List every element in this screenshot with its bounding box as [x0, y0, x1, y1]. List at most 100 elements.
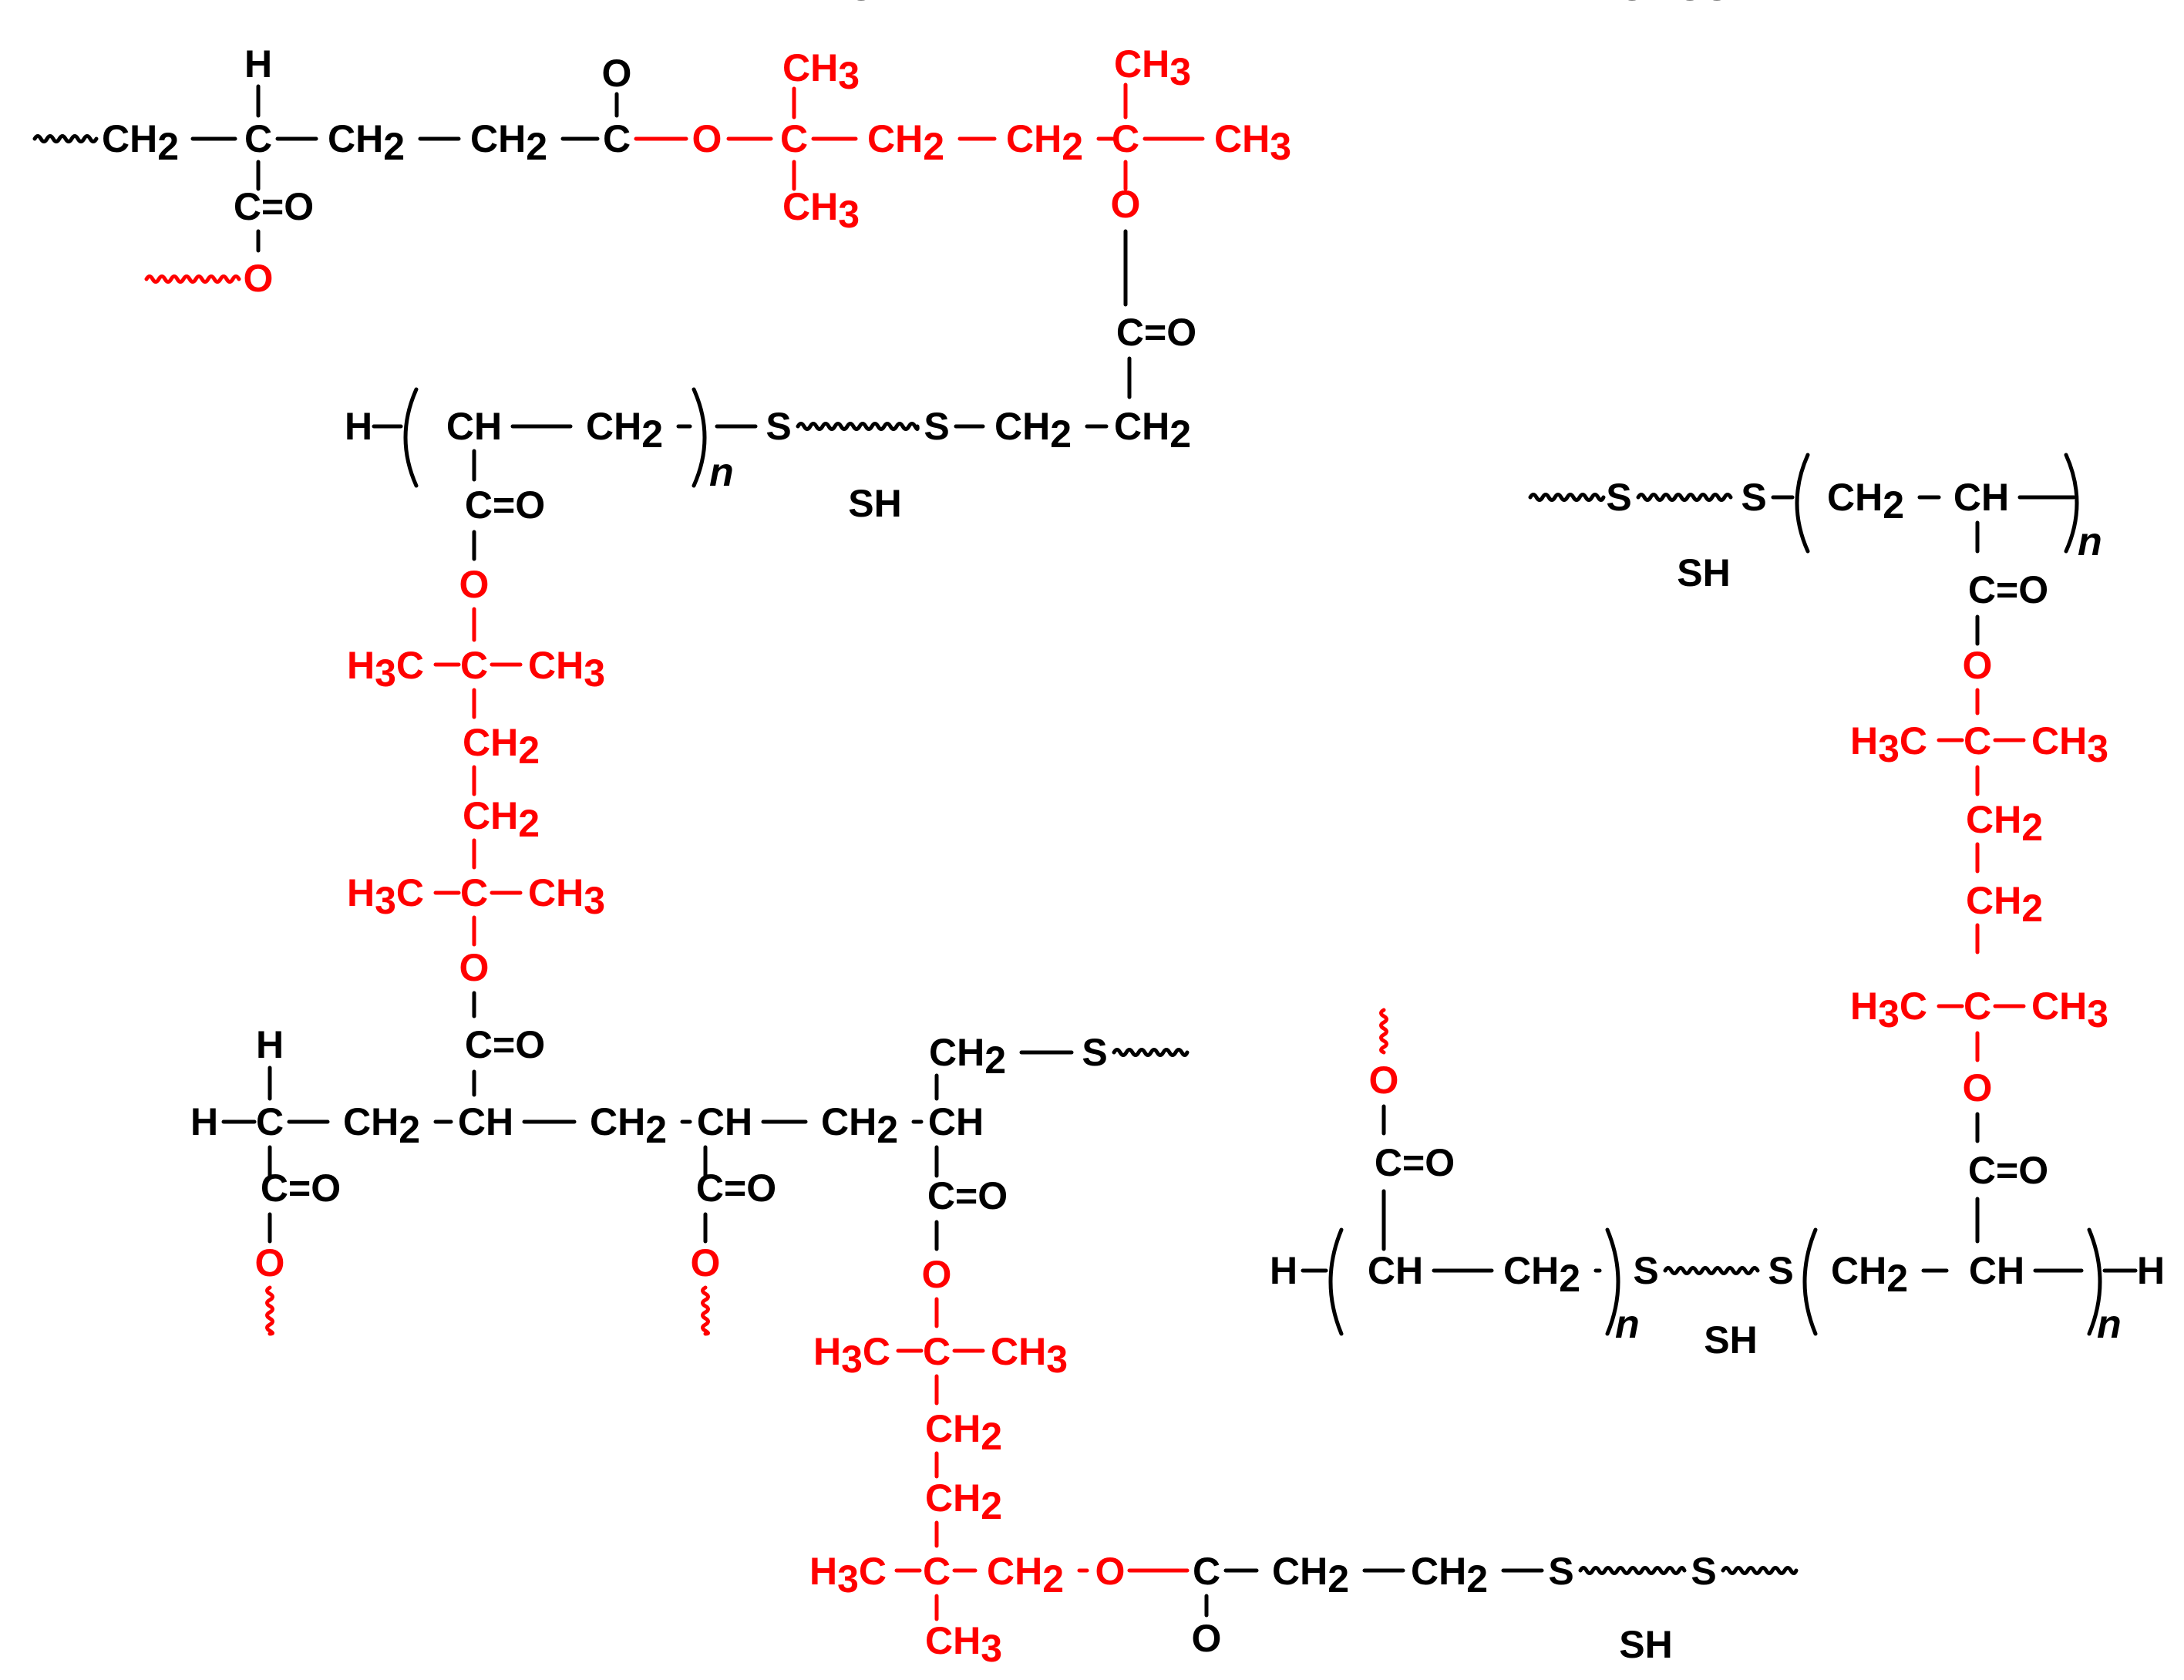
atom-label: CH2​: [1006, 117, 1083, 168]
atom-label: CH: [458, 1100, 513, 1143]
repeat-unit-n: n: [2097, 1302, 2122, 1347]
repeat-unit-n: n: [1615, 1302, 1640, 1347]
atom-label: CH: [928, 1100, 984, 1143]
wavy-bond: [32, 134, 99, 143]
atom-label: O: [1963, 1066, 1993, 1109]
atom-label: CH2​: [1272, 1550, 1349, 1601]
atom-label: CH2​: [343, 1100, 420, 1151]
atom-label: O: [602, 52, 632, 95]
atom-labels: CH2​CHCH2​CH2​COOCCH3​CH3​CH2​CH2​CCH3​C…: [102, 0, 2165, 1670]
atom-label: CH3​: [528, 644, 605, 695]
atom-label: CH: [1969, 1249, 2024, 1292]
atom-label: S: [1691, 1550, 1716, 1593]
atom-label: CH3​: [782, 185, 860, 236]
right-chain-labels: SSHSHSCH2​CHnC=OOH3​CCCH3​CH2​CH2​H3​CCC…: [1606, 0, 2108, 1192]
atom-label: CH3​: [782, 46, 860, 97]
atom-label: H3​C: [813, 1330, 890, 1381]
atom-label: C=O: [1375, 1141, 1455, 1184]
atom-label: H: [345, 405, 372, 448]
atom-label: CH2​: [929, 1031, 1006, 1082]
atom-label: CH2​: [463, 794, 540, 845]
atom-label: O: [1963, 644, 1993, 687]
wavy-bond: [144, 274, 241, 284]
atom-label: CH2​: [1114, 405, 1191, 456]
atom-label: C: [1193, 1550, 1220, 1593]
repeat-bracket: [2087, 1227, 2102, 1336]
repeat-unit-n: n: [709, 450, 734, 495]
top-chain-labels: CH2​CHCH2​CH2​COOCCH3​CH3​CH2​CH2​CCH3​C…: [102, 42, 1291, 354]
atom-label: CH2​: [328, 117, 405, 168]
atom-label: CH: [1953, 476, 2009, 519]
atom-label: C: [780, 117, 808, 160]
atom-label: C=O: [261, 1167, 341, 1210]
atom-label: CH: [697, 1100, 752, 1143]
wavy-bond: [1379, 1008, 1388, 1055]
atom-label: CH3​: [1214, 117, 1291, 168]
atom-label: SH: [1704, 0, 1757, 8]
repeat-bracket: [403, 387, 419, 488]
wavy-bond: [265, 1285, 274, 1336]
bottom-right-chain-bonds: [1301, 1008, 2138, 1336]
atom-label: H: [1270, 1249, 1297, 1292]
atom-label: CH3​: [925, 1619, 1002, 1670]
repeat-bracket: [1802, 1227, 1818, 1336]
atom-label: S: [1741, 476, 1766, 519]
right-chain-bonds: [1528, 453, 2079, 1244]
atom-label: H3​C: [1850, 719, 1927, 770]
atom-label: C=O: [927, 1174, 1008, 1217]
bottom-chain-bonds: [221, 1048, 1799, 1621]
atom-label: CH: [446, 405, 502, 448]
atom-label: S: [1768, 1249, 1793, 1292]
atom-label: C=O: [696, 1167, 776, 1210]
atom-label: SH: [1704, 1318, 1757, 1362]
top-chain-bonds: [32, 82, 1205, 399]
atom-label: O: [1111, 183, 1141, 226]
atom-label: S: [1606, 476, 1631, 519]
atom-label: C=O: [1968, 1149, 2048, 1192]
atom-label: CH3​: [528, 871, 605, 922]
atom-label: CH2​: [590, 1100, 667, 1151]
atom-label: CH3​: [2031, 985, 2108, 1035]
atom-label: CH2​: [994, 405, 1072, 456]
atom-label: H: [2137, 1249, 2165, 1292]
atom-label: SH: [1619, 0, 1672, 8]
atom-label: O: [459, 946, 490, 989]
atom-label: CH2​: [1831, 1249, 1908, 1300]
atom-label: SH: [1619, 1623, 1672, 1666]
atom-label: O: [692, 117, 722, 160]
atom-label: O: [459, 563, 490, 606]
atom-label: SH: [848, 482, 901, 525]
atom-label: S: [1082, 1031, 1107, 1074]
atom-label: C=O: [234, 185, 314, 228]
atom-label: H3​C: [809, 1550, 887, 1601]
repeat-bracket: [2064, 453, 2079, 554]
atom-label: O: [1095, 1550, 1126, 1593]
atom-label: O: [244, 257, 274, 300]
atom-label: SH: [1677, 551, 1730, 594]
wavy-bond: [1528, 493, 1606, 502]
wavy-bond: [1721, 1566, 1799, 1575]
atom-label: CH2​: [470, 117, 547, 168]
atom-label: CH: [1368, 1249, 1423, 1292]
atom-label: C=O: [465, 483, 545, 527]
atom-label: O: [1369, 1059, 1399, 1102]
atom-label: C: [460, 871, 488, 914]
atom-label: H: [190, 1100, 218, 1143]
atom-label: CH2​: [925, 1407, 1002, 1458]
wavy-bond: [796, 422, 920, 431]
wavy-bond: [1663, 1266, 1760, 1275]
atom-label: CH3​: [991, 1330, 1068, 1381]
atom-label: H: [244, 42, 272, 86]
atom-label: S: [766, 405, 791, 448]
middle-chain-bonds: [372, 387, 1109, 1097]
atom-label: O: [255, 1241, 285, 1284]
repeat-bracket: [1605, 1227, 1620, 1336]
atom-label: H3​C: [347, 871, 424, 922]
atom-label: CH2​: [821, 1100, 898, 1151]
atom-label: C: [244, 117, 272, 160]
atom-label: CH2​: [1411, 1550, 1488, 1601]
atom-label: C: [460, 644, 488, 687]
atom-label: C: [603, 117, 631, 160]
atom-label: C: [1112, 117, 1139, 160]
